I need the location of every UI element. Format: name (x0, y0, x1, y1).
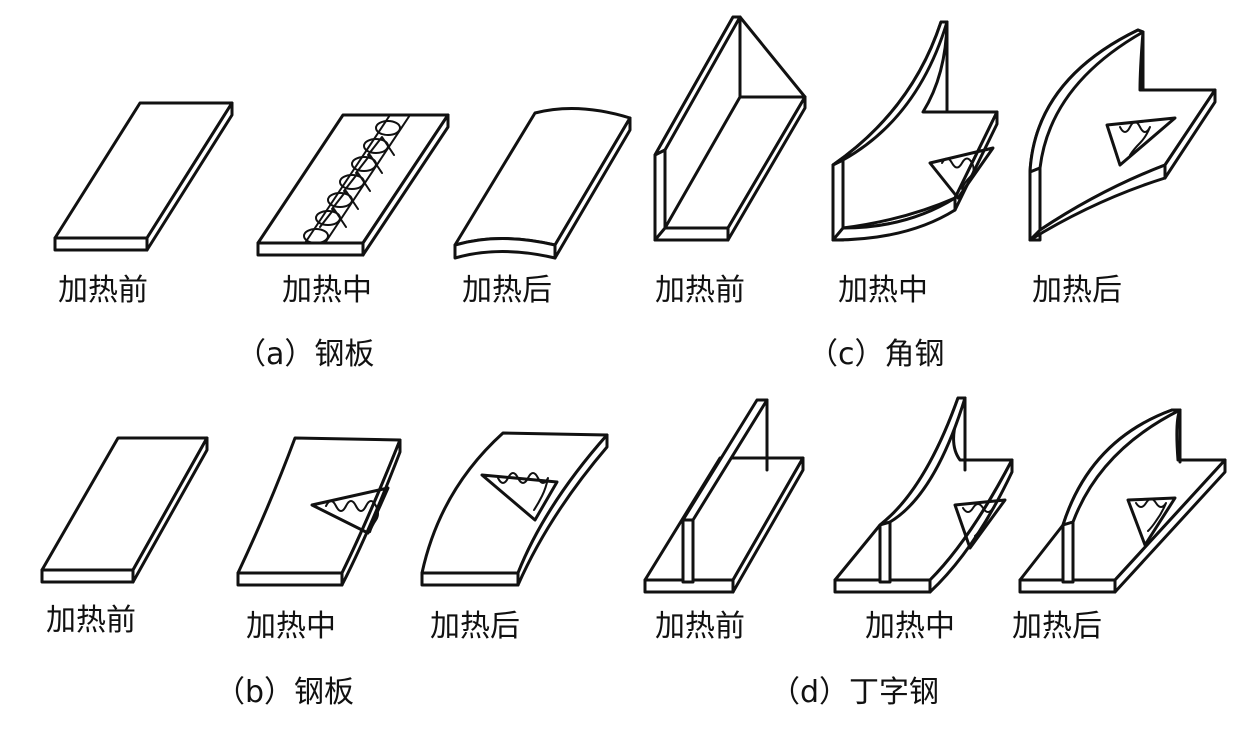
label-a-during: 加热中 (282, 273, 372, 308)
caption-d: （d）丁字钢 (770, 675, 940, 710)
plate-b-after (420, 431, 609, 587)
heating-triangle (1126, 496, 1177, 547)
label-a-after: 加热后 (462, 273, 552, 308)
label-c-after: 加热后 (1032, 273, 1122, 308)
caption-b: （b）钢板 (215, 675, 355, 710)
label-b-during: 加热中 (246, 609, 336, 644)
caption-a: （a）钢板 (236, 337, 375, 372)
plate-a-before (53, 101, 234, 252)
label-b-after: 加热后 (430, 609, 520, 644)
caption-c: （c）角钢 (808, 337, 945, 372)
heating-zone-weld-bead (303, 114, 411, 244)
plate-a-after (453, 107, 632, 260)
angle-c-after (1028, 28, 1217, 242)
label-d-after: 加热后 (1012, 609, 1102, 644)
label-d-during: 加热中 (865, 609, 955, 644)
heating-triangle (480, 472, 559, 522)
heating-triangle (1105, 116, 1177, 167)
angle-c-before (653, 15, 807, 242)
plate-b-during (236, 436, 402, 587)
angle-c-during (831, 20, 999, 242)
tee-d-after (1018, 408, 1227, 594)
tee-d-during (833, 396, 1014, 594)
label-d-before: 加热前 (655, 609, 745, 644)
label-c-before: 加热前 (655, 273, 745, 308)
heating-triangle (310, 486, 390, 535)
tee-d-before (643, 398, 805, 594)
plate-b-before (40, 436, 209, 584)
plate-a-during (256, 113, 450, 257)
heating-triangle (928, 146, 995, 200)
label-c-during: 加热中 (838, 273, 928, 308)
label-a-before: 加热前 (58, 273, 148, 308)
heating-triangle (953, 498, 1007, 550)
label-b-before: 加热前 (46, 603, 136, 638)
